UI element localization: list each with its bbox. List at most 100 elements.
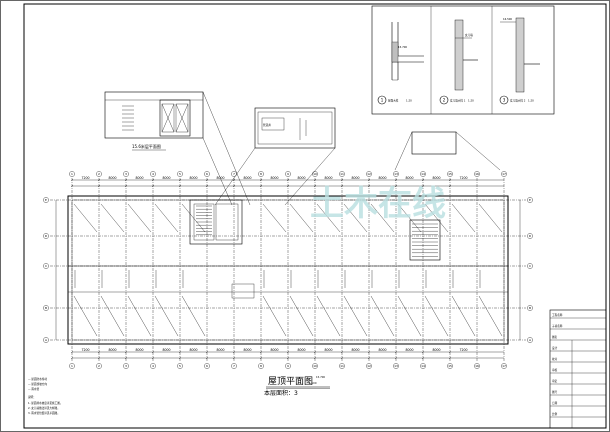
dim-tick [70, 356, 74, 360]
grid-label-left: C [45, 264, 47, 268]
grid-label-bottom: 13 [394, 364, 398, 368]
title-block-row-label: 校对 [552, 357, 558, 361]
dim-tick [340, 356, 344, 360]
dim-tick [367, 178, 371, 182]
grid-label-right: D [529, 234, 532, 238]
dim-text-top: 8000 [351, 176, 359, 180]
detail-number-circle [377, 95, 387, 105]
dim-tick [286, 184, 290, 188]
dim-text-bottom: 8000 [351, 348, 359, 352]
dim-text-bottom: 8000 [432, 348, 440, 352]
title-block-row-label: 日期 [552, 401, 558, 405]
dim-tick [205, 350, 209, 354]
roof-slope-line [262, 203, 287, 233]
grid-label-bottom: 14 [421, 364, 425, 368]
dim-text-bottom: 8000 [378, 348, 386, 352]
grid-label-top: 14 [421, 172, 425, 176]
grid-label-top: 16 [475, 172, 479, 176]
roof-slope-line [289, 203, 314, 233]
grid-label-right: B [529, 306, 531, 310]
grid-bubble-bottom [69, 363, 75, 369]
dim-text-top: 8000 [378, 176, 386, 180]
dim-text-bottom: 8000 [324, 348, 332, 352]
note-item: 1. 屋面排水坡度详见施工图。 [28, 401, 62, 405]
grid-bubble-top [312, 171, 318, 177]
grid-bubble-bottom [204, 363, 210, 369]
partial-plan-title: 15.6米层平面图 [132, 143, 161, 149]
title-block-row-label: 比例 [552, 412, 558, 416]
dim-text-top: 8000 [405, 176, 413, 180]
grid-label-bottom: 12 [367, 364, 371, 368]
roof-slope-line [316, 295, 341, 337]
partial-plan-inset: 15.6米层平面图 [104, 91, 204, 151]
dim-text-bottom: 7200 [81, 348, 89, 352]
roof-slope-line [100, 295, 125, 337]
detail-number: 3 [503, 98, 506, 103]
dim-tick [286, 356, 290, 360]
grid-label-top: 12 [367, 172, 371, 176]
grid-label-bottom: 9 [287, 364, 289, 368]
title-block-row-label: 设计 [552, 346, 558, 350]
grid-label-bottom: 15 [448, 364, 452, 368]
roof-slope-line [451, 295, 476, 337]
grid-bubble-right [527, 233, 533, 239]
dim-tick [421, 350, 425, 354]
dim-tick [448, 350, 452, 354]
dim-tick [232, 356, 236, 360]
grid-bubble-top [123, 171, 129, 177]
dim-text-top: 8000 [108, 176, 116, 180]
roof-slope-line [181, 203, 206, 233]
dim-text-bottom: 8000 [189, 348, 197, 352]
grid-label-top: 11 [340, 172, 344, 176]
grid-label-left: A [45, 338, 48, 342]
dim-tick [340, 178, 344, 182]
grid-label-top: 1 [71, 172, 73, 176]
grid-bubble-left [43, 337, 49, 343]
grid-bubble-left [43, 233, 49, 239]
grid-bubble-top [177, 171, 183, 177]
grid-label-right: A [529, 338, 532, 342]
grid-label-bottom: 2 [98, 364, 100, 368]
callout-detail [394, 131, 501, 171]
note-item: 3. 雨水管位置详见平面图。 [28, 411, 60, 415]
grid-label-bottom: 11 [340, 364, 344, 368]
grid-label-top: 6 [206, 172, 208, 176]
grid-bubble-bottom [258, 363, 264, 369]
grid-bubble-right [527, 263, 533, 269]
dim-tick [124, 356, 128, 360]
dim-tick [124, 184, 128, 188]
room-inset: 管道井 [254, 107, 336, 149]
grid-bubble-bottom [393, 363, 399, 369]
grid-bubble-top [447, 171, 453, 177]
dim-text-bottom: 8000 [216, 348, 224, 352]
dim-tick [178, 184, 182, 188]
grid-label-top: 5 [179, 172, 181, 176]
dim-text-top: 8000 [324, 176, 332, 180]
title-block-row-label: 审核 [552, 368, 558, 372]
dim-tick [394, 178, 398, 182]
grid-label-top: 13 [394, 172, 398, 176]
grid-axis-bubbles: 1122334455667788991010111112121313141415… [43, 171, 533, 369]
dim-text-top: 8000 [162, 176, 170, 180]
grid-bubble-top [420, 171, 426, 177]
dim-tick [97, 350, 101, 354]
grid-bubble-bottom [339, 363, 345, 369]
grid-label-left: B [45, 306, 47, 310]
dim-text-bottom: 7200 [459, 348, 467, 352]
grid-bubble-bottom [285, 363, 291, 369]
detail-scale: 1:20 [406, 99, 412, 103]
roof-slope-line [451, 203, 476, 233]
dim-text-top: 7200 [459, 176, 467, 180]
dim-tick [313, 178, 317, 182]
grid-bubble-left [43, 305, 49, 311]
dim-tick [367, 184, 371, 188]
dim-tick [178, 356, 182, 360]
dim-text-top: 8000 [243, 176, 251, 180]
grid-label-left: D [45, 234, 48, 238]
grid-label-bottom: 3 [125, 364, 127, 368]
grid-label-top: 3 [125, 172, 127, 176]
dim-tick [367, 356, 371, 360]
main-scale: 1:100 [309, 381, 317, 385]
notes-title: 说明： [28, 395, 36, 399]
